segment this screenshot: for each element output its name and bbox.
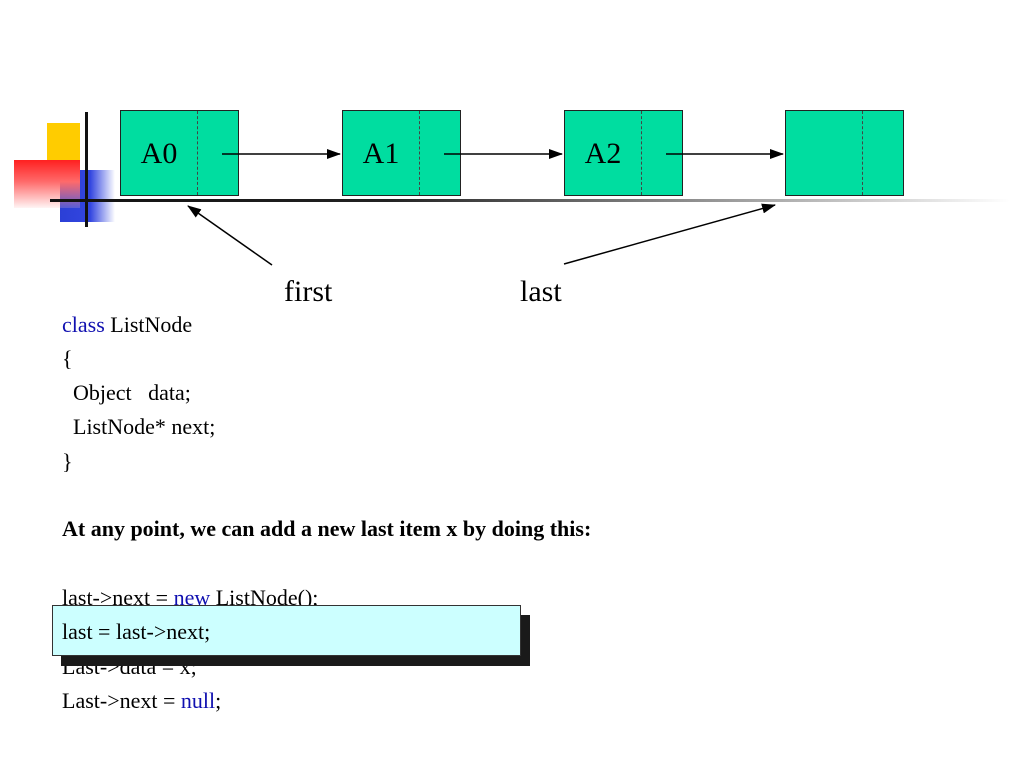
code-text: ;: [215, 688, 222, 713]
code-keyword: null: [180, 688, 216, 713]
list-node-a2: A2: [564, 110, 683, 196]
node-divider: [862, 111, 863, 195]
code-class-line: class ListNode: [62, 312, 192, 338]
code-text: ListNode: [104, 312, 193, 337]
node-label: A2: [584, 137, 622, 170]
code-close-brace: }: [62, 449, 73, 474]
code-line-4: Last->next = null;: [62, 688, 221, 714]
code-text: Last->next =: [62, 688, 181, 713]
decor-vertical-line: [85, 112, 88, 227]
code-field-next: ListNode* next;: [62, 414, 216, 439]
code-line-2: last = last->next;: [62, 619, 211, 644]
node-divider: [419, 111, 420, 195]
list-node-a0: A0: [120, 110, 239, 196]
list-node-a1: A1: [342, 110, 461, 196]
decor-horizontal-line: [50, 199, 1010, 202]
node-divider: [641, 111, 642, 195]
node-label: A0: [140, 137, 178, 170]
node-divider: [197, 111, 198, 195]
code-keyword: class: [62, 312, 105, 337]
last-pointer-arrow: [563, 203, 776, 265]
first-pointer-arrow: [187, 205, 273, 266]
first-pointer-label: first: [284, 275, 333, 308]
code-field-data: Object data;: [62, 380, 191, 405]
last-pointer-label: last: [520, 275, 562, 308]
highlight-box: [52, 605, 521, 656]
list-node-new: [785, 110, 904, 196]
code-open-brace: {: [62, 346, 73, 371]
description-text: At any point, we can add a new last item…: [62, 516, 592, 541]
node-label: A1: [362, 137, 400, 170]
